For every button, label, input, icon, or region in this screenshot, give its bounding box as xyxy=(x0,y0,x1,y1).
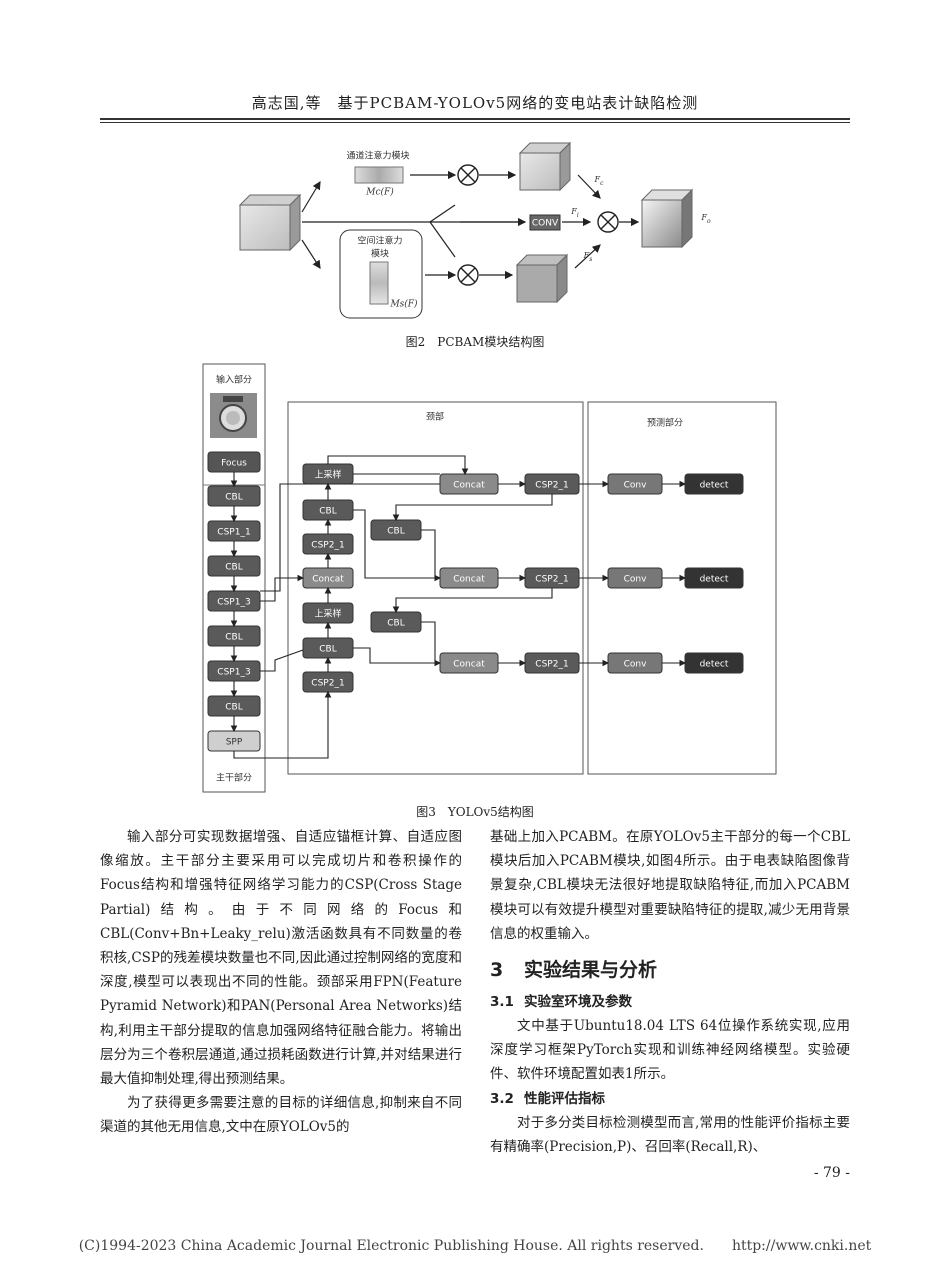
backbone-block-label: CSP1_3 xyxy=(217,598,250,608)
input-feature-cube xyxy=(240,195,300,250)
paragraph: 基础上加入PCABM。在原YOLOv5主干部分的每一个CBL模块后加入PCABM… xyxy=(490,825,850,946)
channel-refined-cube xyxy=(520,143,570,190)
left-column: 输入部分可实现数据增强、自适应锚框计算、自适应图像缩放。主干部分主要采用可以完成… xyxy=(100,825,462,1140)
page-number: - 79 - xyxy=(814,1165,850,1181)
figure-3-connections xyxy=(234,456,685,758)
copyright-footer: (C)1994-2023 China Academic Journal Elec… xyxy=(0,1235,950,1255)
backbone-block-label: CBL xyxy=(225,563,242,573)
header-rule-thin xyxy=(100,122,850,123)
neck-block-label: CBL xyxy=(319,645,336,655)
spatial-refined-cube xyxy=(517,255,567,302)
neck-block-label: CSP2_1 xyxy=(311,541,344,551)
paragraph: 输入部分可实现数据增强、自适应锚框计算、自适应图像缩放。主干部分主要采用可以完成… xyxy=(100,825,462,1091)
spatial-module-label-2: 模块 xyxy=(371,248,389,260)
detect-block-label: detect xyxy=(700,481,729,491)
neck-title: 颈部 xyxy=(426,411,444,423)
paragraph: 文中基于Ubuntu18.04 LTS 64位操作系统实现,应用深度学习框架Py… xyxy=(490,1014,850,1087)
fi-label: Fi xyxy=(570,207,579,219)
neck-block-label: 上采样 xyxy=(314,608,341,620)
detect-block-label: detect xyxy=(700,660,729,670)
figure-3-caption: 图3 YOLOv5结构图 xyxy=(0,803,950,820)
paragraph: 对于多分类目标检测模型而言,常用的性能评价指标主要有精确率(Precision,… xyxy=(490,1111,850,1159)
multiply-icon xyxy=(458,265,478,285)
output-feature-cube xyxy=(642,190,692,247)
fo-label: Fo xyxy=(700,213,711,225)
multiply-icon xyxy=(458,165,478,185)
csp2-block-label: CSP2_1 xyxy=(535,481,568,491)
neck-block-label: CBL xyxy=(319,507,336,517)
multiply-icon xyxy=(598,212,618,232)
ms-label: Ms(F) xyxy=(389,299,418,310)
input-title: 输入部分 xyxy=(216,374,252,386)
running-header: 高志国,等 基于PCBAM-YOLOv5网络的变电站表计缺陷检测 xyxy=(0,92,950,113)
connection-line xyxy=(396,494,552,520)
conv-block-label: Conv xyxy=(624,481,647,491)
input-image xyxy=(210,393,257,438)
spatial-module-label: 空间注意力 xyxy=(357,235,402,247)
figure-3-yolov5-diagram: 输入部分 主干部分 颈部 预测部分 FocusCBLCSP1_1CBLCSP1_… xyxy=(195,360,785,795)
connection-line xyxy=(260,578,303,601)
backbone-block-label: CBL xyxy=(225,703,242,713)
backbone-title: 主干部分 xyxy=(216,772,252,784)
neck-block-label: Concat xyxy=(312,575,344,585)
backbone-block-label: CSP1_1 xyxy=(217,528,250,538)
neck-block-label: CSP2_1 xyxy=(311,679,344,689)
figure-2-pcbam-diagram: 通道注意力模块 Mc(F) Fc CONV Fi Fo 空间注意力 模块 Ms(… xyxy=(230,140,730,325)
mc-label: Mc(F) xyxy=(365,187,394,198)
backbone-block-label: CBL xyxy=(225,493,242,503)
backbone-block-label: CSP1_3 xyxy=(217,668,250,678)
connection-line xyxy=(396,588,552,612)
backbone-block-label: CBL xyxy=(225,633,242,643)
channel-module-label: 通道注意力模块 xyxy=(346,150,409,162)
neck-mid-cbl-label: CBL xyxy=(387,527,404,537)
concat-block-label: Concat xyxy=(453,481,485,491)
connection-line xyxy=(353,648,440,663)
focus-block-label: Focus xyxy=(221,459,247,469)
connection-line xyxy=(421,622,440,663)
concat-block-label: Concat xyxy=(453,575,485,585)
connection-line xyxy=(421,530,440,578)
concat-block-label: Concat xyxy=(453,660,485,670)
detect-block-label: detect xyxy=(700,575,729,585)
csp2-block-label: CSP2_1 xyxy=(535,660,568,670)
head-title: 预测部分 xyxy=(647,417,683,429)
conv-label: CONV xyxy=(532,219,559,229)
neck-block-label: 上采样 xyxy=(314,469,341,481)
conv-block-label: Conv xyxy=(624,575,647,585)
figure-2-caption: 图2 PCBAM模块结构图 xyxy=(0,333,950,350)
csp2-block-label: CSP2_1 xyxy=(535,575,568,585)
connection-line xyxy=(260,650,303,671)
neck-mid-cbl-label: CBL xyxy=(387,619,404,629)
fc-label: Fc xyxy=(594,175,605,187)
header-rule xyxy=(100,118,850,120)
right-column: 基础上加入PCABM。在原YOLOv5主干部分的每一个CBL模块后加入PCABM… xyxy=(490,825,850,1159)
conv-block-label: Conv xyxy=(624,660,647,670)
spatial-attention-map xyxy=(370,262,388,304)
channel-attention-map xyxy=(355,167,403,183)
backbone-block-label: SPP xyxy=(226,738,243,748)
paragraph: 为了获得更多需要注意的目标的详细信息,抑制来自不同渠道的其他无用信息,文中在原Y… xyxy=(100,1091,462,1139)
